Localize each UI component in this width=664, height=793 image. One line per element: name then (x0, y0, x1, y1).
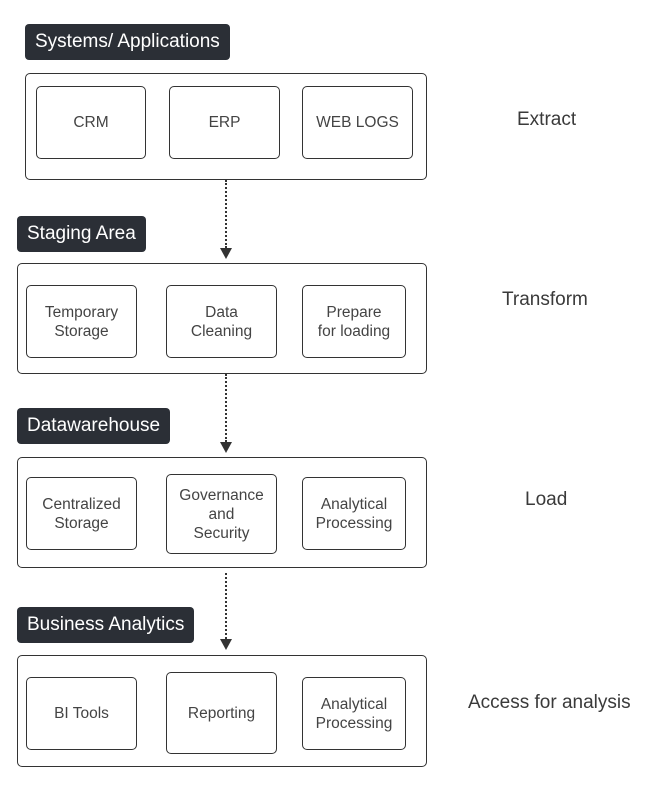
node-centralized-storage: Centralized Storage (26, 477, 137, 550)
node-prepare-for-loading: Prepare for loading (302, 285, 406, 358)
connector-2 (225, 374, 227, 442)
node-governance-and-security: Governance and Security (166, 474, 277, 554)
node-analytical-processing: Analytical Processing (302, 477, 406, 550)
step-label-load: Load (525, 489, 568, 510)
node-bi-tools: BI Tools (26, 677, 137, 750)
node-reporting: Reporting (166, 672, 277, 754)
arrow-head-1 (220, 248, 232, 259)
node-web-logs: WEB LOGS (302, 86, 413, 159)
node-crm: CRM (36, 86, 146, 159)
connector-1 (225, 180, 227, 248)
arrow-head-3 (220, 639, 232, 650)
node-erp: ERP (169, 86, 280, 159)
step-label-extract: Extract (517, 109, 577, 130)
stage-label-business-analytics: Business Analytics (17, 607, 195, 643)
node-data-cleaning: Data Cleaning (166, 285, 277, 358)
connector-3 (225, 573, 227, 639)
step-label-access-for-analysis: Access for analysis (468, 692, 631, 713)
arrow-head-2 (220, 442, 232, 453)
node-temporary-storage: Temporary Storage (26, 285, 137, 358)
step-label-transform: Transform (502, 289, 588, 310)
stage-label-datawarehouse: Datawarehouse (17, 408, 171, 444)
stage-label-staging-area: Staging Area (17, 216, 146, 252)
stage-label-systems-applications: Systems/ Applications (25, 24, 230, 60)
node-analytical-processing-2: Analytical Processing (302, 677, 406, 750)
